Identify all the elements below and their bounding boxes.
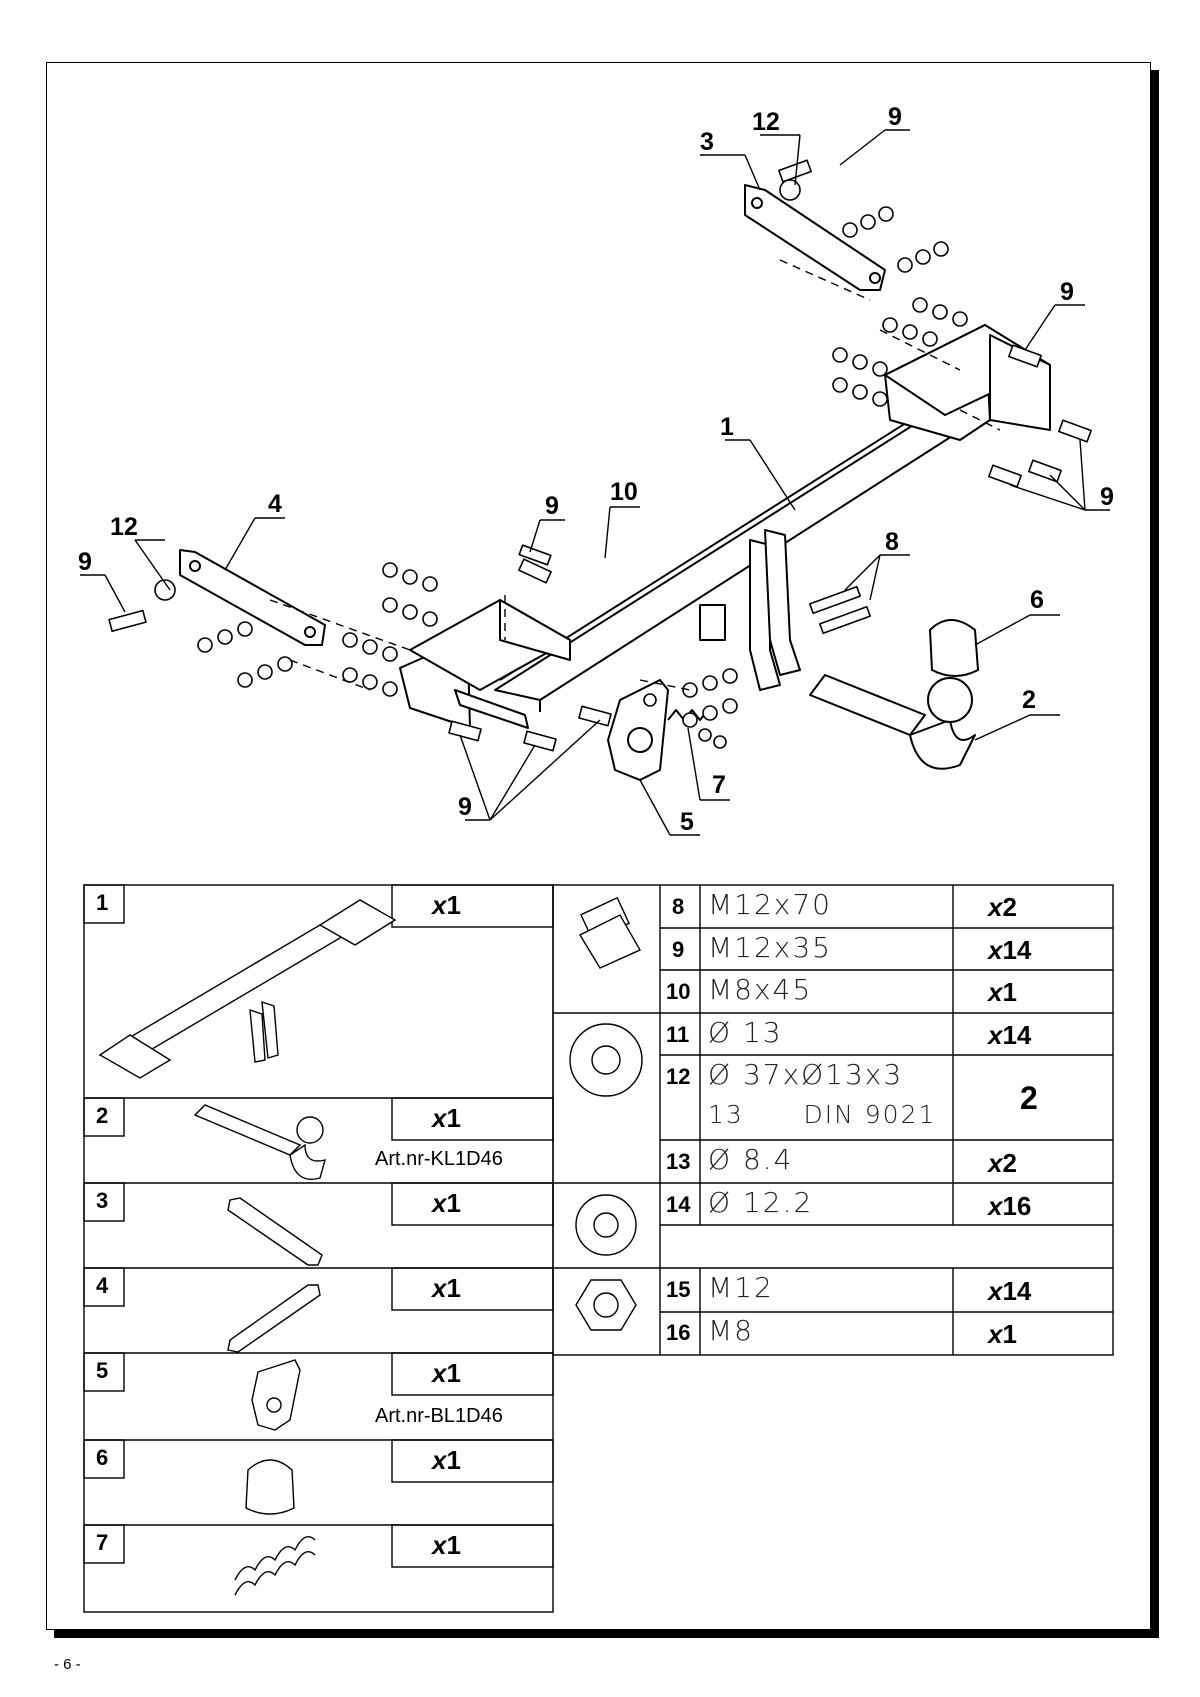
callout-1: 1	[720, 413, 734, 441]
part-qty-4: x1	[432, 1273, 461, 1303]
callout-9-left: 9	[78, 548, 92, 576]
part-number-15: 15	[666, 1277, 691, 1302]
leader-lines	[80, 129, 1110, 836]
part-qty-10: x1	[988, 977, 1017, 1007]
ball-neck-2	[809, 674, 976, 770]
part-number-8: 8	[672, 894, 685, 919]
callout-6: 6	[1030, 586, 1044, 614]
part-qty-6: x1	[432, 1445, 461, 1475]
part-desc-8: M12x70	[708, 888, 832, 921]
callout-9-top: 9	[888, 103, 902, 131]
part-number-9: 9	[672, 937, 685, 962]
callout-3: 3	[700, 128, 714, 156]
callout-7: 7	[712, 771, 726, 799]
plate-5	[607, 679, 669, 781]
part-number-1: 1	[96, 890, 109, 915]
exploded-assembly-diagram: 3 12 9 9 1 4 12 9 9 10 8 6 2 7 5 9 9	[78, 103, 1114, 836]
part-desc-13: Ø 8.4	[708, 1143, 794, 1176]
part-desc-9: M12x35	[708, 931, 832, 964]
fasteners	[108, 159, 1092, 752]
assembly-lines	[269, 259, 1001, 691]
callout-12-top: 12	[752, 108, 780, 136]
part-number-10: 10	[666, 979, 691, 1004]
part-number-11: 11	[666, 1022, 690, 1047]
part-number-12: 12	[666, 1064, 691, 1089]
part-qty-15: x14	[988, 1276, 1032, 1306]
plate-3	[744, 184, 886, 291]
part-art-5: Art.nr-BL1D46	[375, 1405, 503, 1427]
part-desc-15: M12	[708, 1271, 774, 1304]
part-qty-13: x2	[988, 1148, 1017, 1178]
part-number-14: 14	[666, 1192, 691, 1217]
part-qty-14: x16	[988, 1191, 1032, 1221]
part-desc-10: M8x45	[708, 973, 813, 1006]
part-number-13: 13	[666, 1149, 691, 1174]
part-number-6: 6	[96, 1445, 109, 1470]
part-desc-12: Ø 37xØ13x3	[708, 1058, 904, 1091]
part-number-5: 5	[96, 1358, 109, 1383]
frame-shadow-bottom	[54, 1630, 1159, 1638]
part-qty-11: x14	[988, 1020, 1032, 1050]
part-number-3: 3	[96, 1188, 109, 1213]
part-qty-7: x1	[432, 1530, 461, 1560]
callout-8: 8	[885, 528, 899, 556]
callout-4: 4	[268, 490, 282, 518]
cap-6	[929, 619, 979, 677]
callout-10: 10	[610, 478, 638, 506]
callout-9-right: 9	[1060, 278, 1074, 306]
part-number-4: 4	[96, 1273, 109, 1298]
part-desc-16: M8	[708, 1314, 754, 1347]
page-number: - 6 -	[54, 1656, 81, 1673]
callout-9-bottom: 9	[458, 793, 472, 821]
part-number-16: 16	[666, 1320, 691, 1345]
callout-9-center: 9	[545, 492, 559, 520]
part-desc-12-line2: 13 DIN 9021	[708, 1100, 937, 1129]
callout-9-bottom-right: 9	[1100, 483, 1114, 511]
part-number-2: 2	[96, 1103, 109, 1128]
part-desc-11: Ø 13	[708, 1016, 783, 1049]
part-qty-16: x1	[988, 1319, 1017, 1349]
callout-12-left: 12	[110, 513, 138, 541]
part-desc-14: Ø 12.2	[708, 1186, 814, 1219]
part-qty-2: x1	[432, 1103, 461, 1133]
part-qty-3: x1	[432, 1188, 461, 1218]
part-callouts: 3 12 9 9 1 4 12 9 9 10 8 6 2 7 5 9 9	[78, 103, 1114, 836]
part-qty-8: x2	[988, 892, 1017, 922]
part-number-7: 7	[96, 1530, 109, 1555]
plate-4	[179, 549, 326, 646]
frame-shadow-right	[1151, 70, 1159, 1638]
part-qty-9: x14	[988, 935, 1032, 965]
callout-2: 2	[1022, 686, 1036, 714]
part-qty-1: x1	[432, 890, 461, 920]
part-art-2: Art.nr-KL1D46	[375, 1148, 503, 1170]
part-qty-12: 2	[1020, 1080, 1038, 1116]
part-qty-5: x1	[432, 1358, 461, 1388]
callout-5: 5	[680, 808, 694, 836]
